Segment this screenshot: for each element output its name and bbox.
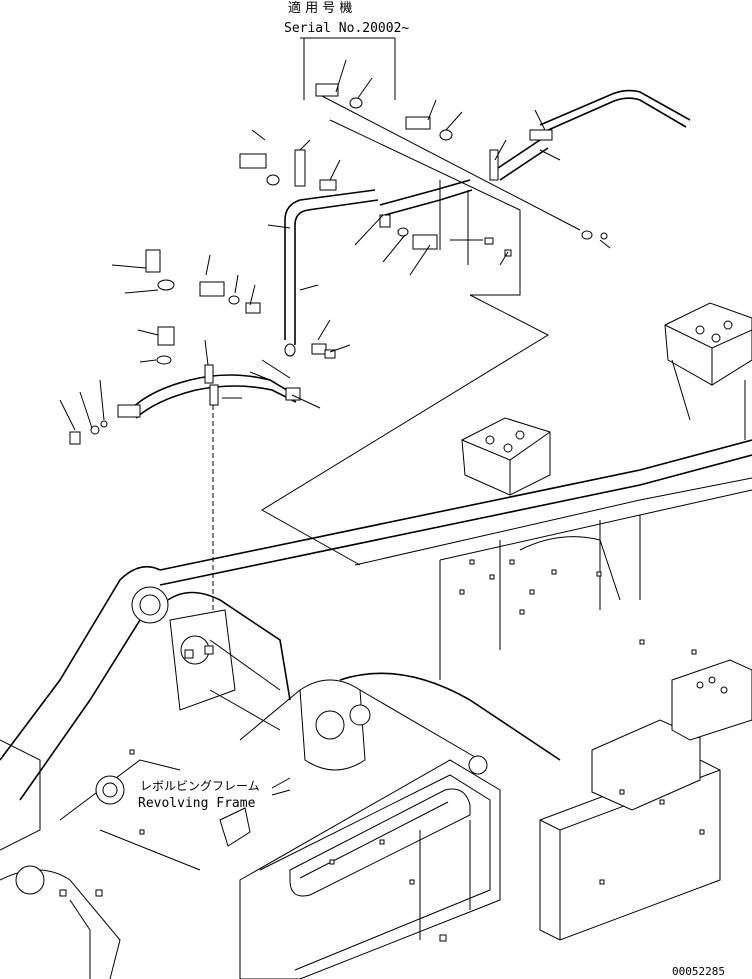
- revolving-frame-label: レボルビングフレーム Revolving Frame: [138, 777, 291, 811]
- bolt-icon: [145, 249, 161, 273]
- nut-icon: [484, 237, 494, 245]
- washer-icon: [600, 232, 608, 240]
- serial-applicability-note: 適 用 号 機 Serial No.20002~: [284, 0, 409, 100]
- frame-label-en: Revolving Frame: [138, 796, 256, 811]
- clamp-icon: [294, 149, 306, 187]
- bolt-icon: [157, 326, 175, 346]
- washer-icon: [157, 279, 175, 291]
- washer-icon: [266, 174, 280, 186]
- fitting-icon: [529, 129, 553, 141]
- nut-icon: [504, 249, 512, 257]
- nut-icon: [69, 431, 81, 445]
- washer-icon: [90, 425, 100, 435]
- rivet-holes: [59, 559, 705, 942]
- clamp-icon: [319, 179, 337, 191]
- revolving-frame-drawing: [0, 302, 752, 979]
- washer-icon: [156, 355, 172, 365]
- clamp-icon: [209, 384, 219, 406]
- lower-left-pipe-assembly: [59, 249, 321, 660]
- applicability-title: 適 用 号 機: [288, 0, 352, 16]
- clamp-icon: [245, 302, 261, 314]
- washer-icon: [349, 97, 363, 109]
- bolt-icon: [199, 281, 225, 297]
- clamp-icon: [489, 149, 499, 181]
- bolt-icon: [239, 153, 267, 169]
- drawing-number: 00052285: [672, 965, 725, 978]
- washer-icon: [228, 295, 240, 305]
- fitting-icon: [117, 404, 141, 418]
- washer-icon: [397, 227, 409, 237]
- serial-number: Serial No.20002~: [284, 21, 409, 36]
- washer-icon: [439, 129, 453, 141]
- nut-icon: [324, 349, 336, 359]
- washer-icon: [100, 420, 108, 428]
- frame-label-jp: レボルビングフレーム: [140, 779, 260, 793]
- nut-icon: [581, 230, 593, 240]
- clamp-icon: [311, 343, 327, 355]
- middle-pipe-assembly: [239, 129, 512, 359]
- fitting-icon: [284, 343, 296, 357]
- bolt-icon: [315, 83, 339, 97]
- bolt-icon: [412, 234, 438, 250]
- clamp-icon: [379, 214, 391, 228]
- upper-pipe-assembly: [315, 59, 691, 249]
- clamp-icon: [204, 364, 214, 384]
- bolt-icon: [405, 116, 431, 130]
